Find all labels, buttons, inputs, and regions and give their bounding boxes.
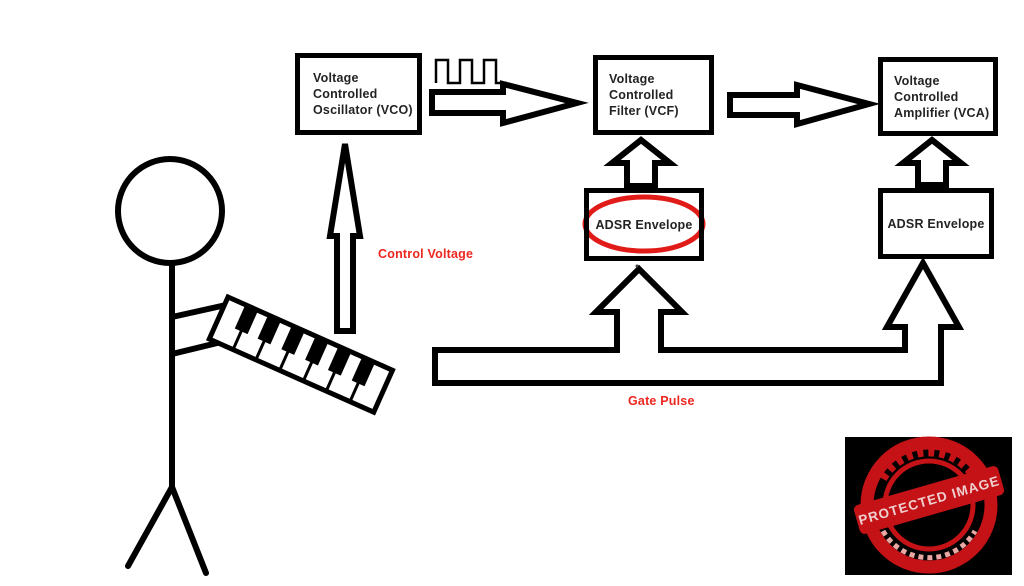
stamp-top-arc-text [879, 448, 979, 482]
square-wave-icon [434, 58, 507, 85]
adsr-envelope-filter-label: ADSR Envelope [595, 217, 693, 232]
vcf-to-vca-arrow [727, 81, 881, 128]
protected-image-stamp: PROTECTED IMAGE [845, 436, 1012, 575]
control-voltage-label: Control Voltage [378, 247, 474, 261]
stamp-bottom-arc-text [880, 529, 978, 561]
vca-box: Voltage Controlled Amplifier (VCA) [878, 57, 998, 136]
stick-figure-leg-left [125, 484, 175, 569]
adsr-envelope-filter-box: ADSR Envelope [584, 188, 704, 261]
stamp-banner [853, 466, 1005, 534]
piano-keyboard [205, 293, 396, 416]
dot-artifact [635, 264, 639, 268]
stick-figure-person [115, 156, 245, 576]
adsr2-to-vca-arrow [894, 136, 970, 188]
vcf-label: Voltage Controlled Filter (VCF) [609, 72, 679, 118]
vcf-box: Voltage Controlled Filter (VCF) [593, 55, 714, 135]
stick-figure-head [115, 156, 225, 266]
piano-black-keys [234, 304, 376, 387]
vca-label: Voltage Controlled Amplifier (VCA) [894, 73, 990, 120]
control-voltage-arrow [326, 143, 364, 334]
adsr-envelope-amp-label: ADSR Envelope [887, 216, 985, 231]
vco-label: Voltage Controlled Oscillator (VCO) [313, 71, 413, 117]
vco-to-vcf-arrow [429, 80, 589, 127]
vco-box: Voltage Controlled Oscillator (VCO) [295, 53, 422, 135]
gate-pulse-label: Gate Pulse [628, 394, 695, 408]
adsr1-to-vcf-arrow [603, 136, 679, 189]
gate-pulse-arrow [432, 256, 965, 386]
stick-figure-leg-right [169, 484, 209, 576]
adsr-envelope-amp-box: ADSR Envelope [878, 188, 994, 259]
